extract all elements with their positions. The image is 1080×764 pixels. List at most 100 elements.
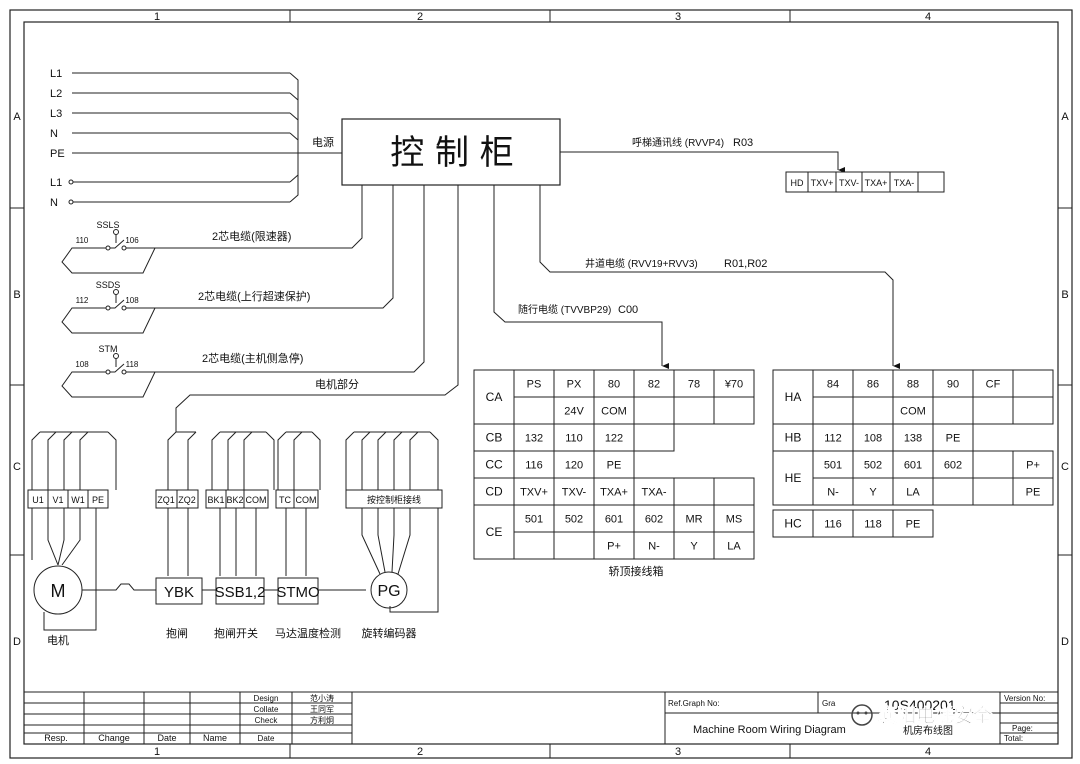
terminal-bk-com: COM [246,495,267,505]
box-cell-label: COM [601,406,627,418]
power-label: 电源 [312,135,334,149]
box-group-name: HB [785,431,802,445]
device-encoder-symbol: PG [377,583,400,600]
box-cell [673,396,715,425]
box-cell [972,450,1014,479]
box-cell [513,450,555,479]
box-cell [892,450,934,479]
tb-ref-graph: Ref.Graph No: [668,699,720,708]
safety-cable-label-1: 2芯电缆(限速器) [212,229,291,243]
box-cell-label: TXV- [562,487,587,499]
box-cell-label: 601 [605,514,623,526]
comm-cell-label: HD [791,178,804,188]
tb-header-resp: Resp. [44,733,68,743]
tb-page: Page: [1012,724,1033,733]
box-group-name: CD [485,485,503,499]
box-cell-label: 502 [864,460,882,472]
switch-node [105,369,111,375]
control-cabinet-box [341,118,561,186]
safety-cable-label-2: 2芯电缆(上行超速保护) [198,289,310,303]
box-cell [812,509,854,538]
box-cell-label: TXA+ [600,487,628,499]
box-cell-label: 110 [565,433,583,445]
watermark: 襄阳电梯安全 [851,704,993,727]
box-cell-label: 120 [565,460,583,472]
box-cell-label: Y [690,541,698,553]
col-label-top-3: 3 [675,11,681,23]
col-label-top-4: 4 [925,11,931,23]
box-cell-label: 88 [907,379,919,391]
row-label-right-b: B [1061,289,1068,301]
box-cell [972,477,1014,506]
box-group-name: HC [784,517,802,531]
col-label-top-1: 1 [154,11,160,23]
switch-loop [61,307,156,334]
box-cell-label: N- [827,487,839,499]
tb-total: Total: [1004,734,1023,743]
box-group-name: HA [785,390,802,404]
aux-line-n: N [50,197,58,209]
box-cell-label: PE [906,519,921,531]
device-brake-switch-caption: 抱闸开关 [214,626,258,640]
box-cell [513,504,555,533]
box-cell-label: 601 [904,460,922,472]
box-cell [713,504,755,533]
row-label-right-d: D [1061,636,1069,648]
watermark-text: 襄阳电梯安全 [877,704,993,727]
comm-cell [917,171,945,193]
row-label-left-c: C [13,461,21,473]
box-cell [593,531,635,560]
row-label-left-d: D [13,636,21,648]
box-cell [713,477,755,506]
tb-header-name: Name [203,733,227,743]
box-cell-label: TXV+ [520,487,548,499]
box-cell-label: PE [1026,487,1041,499]
switch-left-terminal: 108 [75,360,89,369]
box-cell [1012,477,1054,506]
box-cell-label: 84 [827,379,839,391]
box-cell [633,396,675,425]
box-cell-label: LA [906,487,920,499]
device-brake-switch-symbol: SSB1,2 [215,584,266,601]
switch-name: STM [99,344,118,354]
col-label-bottom-2: 2 [417,746,423,758]
box-cell [713,531,755,560]
switch-right-terminal: 106 [125,236,139,245]
col-label-bottom-4: 4 [925,746,931,758]
box-cell-label: Y [869,487,877,499]
terminal-bk2: BK2 [226,495,243,505]
box-cell [673,477,715,506]
switch-left-terminal: 110 [76,236,89,245]
box-cell-label: 502 [565,514,583,526]
switch-actuator-head [113,229,119,235]
box-cell [972,396,1014,425]
box-cell [633,423,675,452]
switch-node [121,369,127,375]
box-cell [593,504,635,533]
box-cell [812,450,854,479]
tb-role-design: Design [254,694,279,703]
box-cell-label: P+ [607,541,621,553]
switch-actuator-head [113,289,119,295]
tb-diagram-title-cn: 机房布线图 [903,724,953,737]
row-label-left-a: A [13,111,21,123]
comm-cell-label: TXV- [839,178,859,188]
box-cell-label: 116 [525,460,543,472]
box-cell [932,396,974,425]
box-cell-label: LA [727,541,741,553]
power-supply [68,72,342,205]
tb-role-check: Check [255,716,279,725]
box-group-name: HE [785,471,802,485]
cabinet-down-wires [155,185,900,432]
box-cell-label: 116 [824,519,842,531]
box-cell-label: TXA- [641,487,666,499]
box-cell-label: 132 [525,433,543,445]
terminal-w1: W1 [71,495,85,505]
switch-name: SSDS [96,280,121,290]
tb-header-change: Change [98,733,130,743]
terminal-v1: V1 [52,495,63,505]
motor-section [27,431,443,631]
box-cell [852,396,894,425]
